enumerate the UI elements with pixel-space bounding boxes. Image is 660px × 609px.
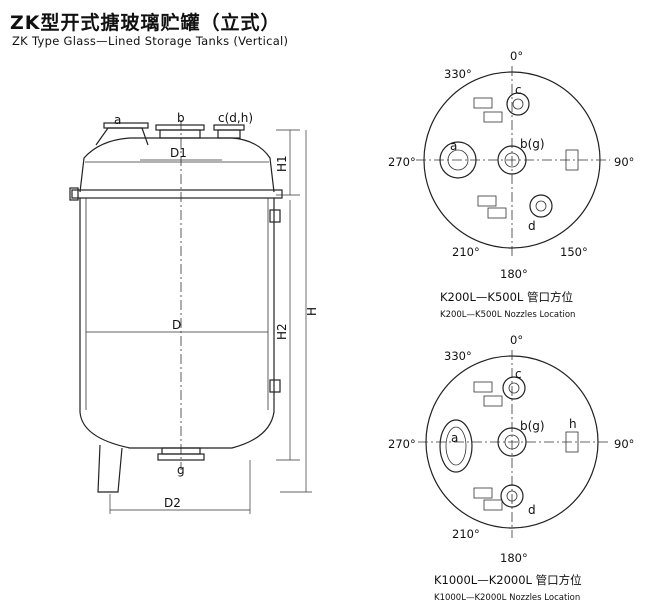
nozzle-label-g: g [177, 463, 185, 477]
caption-small-en: K200L—K500L Nozzles Location [440, 310, 575, 320]
dimension-label-h2: H2 [275, 323, 289, 340]
angle-90-small: 90° [614, 155, 634, 169]
dimension-label-d: D [172, 318, 181, 332]
caption-small-zh: K200L—K500L 管口方位 [440, 290, 573, 304]
nozzle-h-large: h [569, 417, 577, 431]
plan-view-large [418, 350, 610, 538]
angle-330-large: 330° [444, 349, 472, 363]
nozzle-bg-small: b(g) [520, 137, 545, 151]
side-view-labels: a b c(d,h) g D1 D D2 H1 H2 H [114, 111, 319, 510]
dimension-label-d2: D2 [164, 496, 181, 510]
plan-view-large-labels: 0° 330° 270° 90° 210° 180° a b(g) c d h … [388, 333, 634, 603]
caption-large-zh: K1000L—K2000L 管口方位 [434, 573, 582, 587]
plan-view-small-labels: 0° 330° 270° 90° 210° 150° 180° a b(g) c… [388, 49, 634, 320]
angle-330-small: 330° [444, 67, 472, 81]
nozzle-d-small: d [528, 219, 536, 233]
angle-270-large: 270° [388, 437, 416, 451]
nozzle-a-small: a [450, 139, 457, 153]
angle-90-large: 90° [614, 437, 634, 451]
plan-view-small [416, 66, 610, 256]
angle-210-large: 210° [452, 527, 480, 541]
angle-210-small: 210° [452, 245, 480, 259]
dimension-label-h: H [305, 307, 319, 316]
angle-270-small: 270° [388, 155, 416, 169]
title-chinese: ZK型开式搪玻璃贮罐（立式） [10, 12, 281, 34]
angle-0-small: 0° [510, 49, 523, 63]
nozzle-bg-large: b(g) [520, 419, 545, 433]
nozzle-label-c-d-h: c(d,h) [218, 111, 253, 125]
caption-large-en: K1000L—K2000L Nozzles Location [434, 593, 580, 603]
angle-180-large: 180° [500, 551, 528, 565]
nozzle-d-large: d [528, 503, 536, 517]
angle-150-small: 150° [560, 245, 588, 259]
nozzle-label-a: a [114, 113, 121, 127]
nozzle-a-large: a [451, 431, 458, 445]
dimension-label-h1: H1 [275, 155, 289, 172]
vessel-side-view [69, 120, 312, 514]
nozzle-c-small: c [515, 83, 522, 97]
dimension-label-d1: D1 [170, 146, 187, 160]
title-english: ZK Type Glass—Lined Storage Tanks (Verti… [12, 34, 289, 48]
nozzle-c-large: c [515, 367, 522, 381]
angle-0-large: 0° [510, 333, 523, 347]
angle-180-small: 180° [500, 267, 528, 281]
nozzle-label-b: b [177, 111, 185, 125]
